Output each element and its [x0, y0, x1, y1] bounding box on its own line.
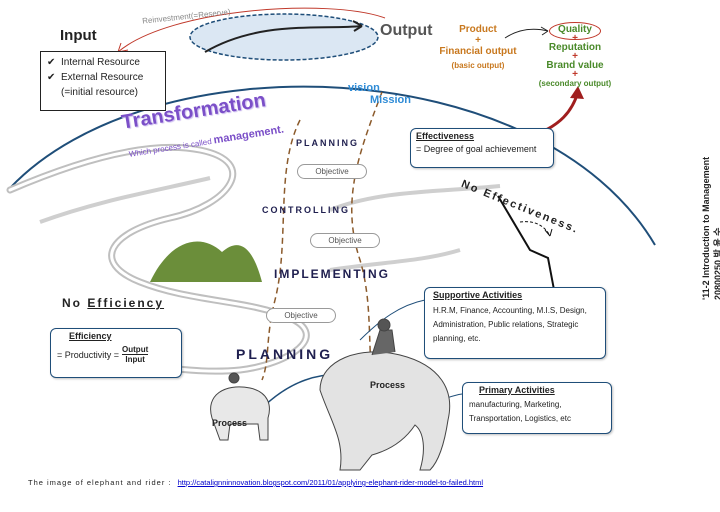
efficiency-box: Efficiency = Productivity = Output Input — [50, 328, 182, 378]
effectiveness-title: Effectiveness — [416, 131, 475, 141]
path-line-left — [261, 119, 301, 381]
course-name: '11-2 Introduction to Management — [701, 156, 711, 300]
input-list: ✔ Internal Resource ✔ External Resource (=… — [40, 51, 166, 111]
no-efficiency-label: No Efficiency — [62, 296, 164, 310]
process-label: Process — [370, 380, 406, 390]
fraction-denominator: Input — [125, 355, 145, 364]
no-word: No — [62, 296, 88, 310]
plus-sign: + — [572, 33, 578, 44]
objective-pill: Objective — [266, 308, 336, 323]
footer: The image of elephant and rider : http:/… — [28, 478, 483, 487]
plus-sign: + — [572, 51, 578, 62]
reputation-label: Reputation — [548, 42, 602, 53]
secondary-output-note: (secondary output) — [538, 79, 612, 88]
input-title: Input — [60, 27, 97, 44]
fraction-numerator: Output — [122, 345, 149, 355]
stage-implementing: IMPLEMENTING — [274, 267, 390, 281]
primary-title: Primary Activities — [479, 385, 555, 395]
supportive-activities-box: Supportive Activities H.R.M, Finance, Ac… — [424, 287, 606, 359]
student-id: 20800250 박 윤 수 — [713, 228, 720, 300]
mission-label: Mission — [370, 94, 411, 106]
input-note: (=initial resource) — [61, 87, 138, 98]
dome-arc — [9, 85, 656, 246]
input-item: Internal Resource — [61, 57, 140, 68]
vision-label: vision — [348, 82, 380, 94]
financial-output-label: Financial output — [439, 46, 517, 57]
elephant-big — [319, 318, 451, 471]
efficiency-word: Efficiency — [87, 296, 165, 310]
footer-label: The image of elephant and rider : — [28, 478, 172, 487]
productivity-label: = Productivity = — [57, 349, 120, 360]
brand-value-label: Brand value — [546, 60, 604, 71]
plus-sign: + — [572, 69, 578, 80]
objective-pill: Objective — [297, 164, 367, 179]
course-info: '11-2 Introduction to Management 2080025… — [700, 150, 720, 300]
stage-controlling: CONTROLLING — [262, 205, 350, 215]
supportive-title: Supportive Activities — [433, 290, 523, 300]
stage-planning-bottom: PLANNING — [236, 346, 334, 362]
objective-pill: Objective — [310, 233, 380, 248]
fraction: Output Input — [122, 345, 149, 364]
efficiency-title: Efficiency — [69, 331, 112, 341]
reinvestment-arrow — [117, 7, 386, 53]
path-line-right — [351, 91, 383, 381]
check-icon: ✔ — [47, 72, 56, 83]
plus-sign: + — [475, 35, 481, 46]
input-item: External Resource — [61, 72, 144, 83]
primary-text: manufacturing, Marketing, Transportation… — [469, 400, 571, 423]
source-link[interactable]: http://catalignninnovation.blogspot.com/… — [177, 478, 484, 487]
efficiency-formula: = Productivity = Output Input — [57, 345, 175, 364]
quality-label: Quality — [558, 24, 592, 35]
primary-activities-box: Primary Activities manufacturing, Market… — [462, 382, 612, 434]
mountain — [150, 241, 262, 282]
product-label: Product — [459, 24, 497, 35]
supportive-text: H.R.M, Finance, Accounting, M.I.S, Desig… — [433, 306, 587, 343]
elephant-small — [210, 372, 270, 441]
quality-ellipse — [549, 22, 601, 40]
output-title: Output — [380, 22, 433, 39]
check-icon: ✔ — [47, 57, 56, 68]
secondary-output: Quality + Reputation + Brand value + (se… — [525, 24, 625, 89]
vision-mission: vision Mission — [348, 82, 411, 106]
process-label: Process — [212, 418, 248, 428]
basic-output: Product + Financial output (basic output… — [435, 24, 521, 71]
stage-planning-top: PLANNING — [296, 138, 359, 148]
basic-output-note: (basic output) — [451, 61, 505, 70]
process-ellipse — [189, 13, 379, 61]
effectiveness-text: = Degree of goal achievement — [416, 144, 537, 154]
effectiveness-box: Effectiveness = Degree of goal achieveme… — [410, 128, 554, 168]
